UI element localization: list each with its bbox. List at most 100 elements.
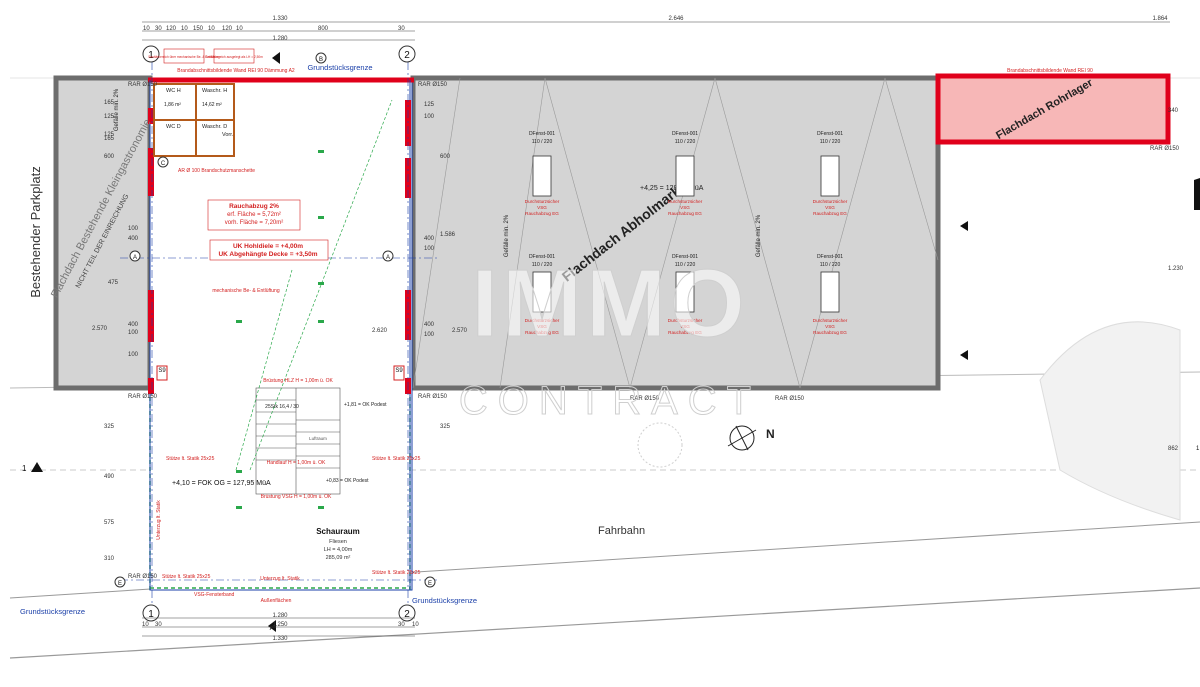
- skylight-4: DFenst-001 110 / 220 Durchsturzsicher VS…: [525, 254, 560, 335]
- schauraum-outline: [149, 79, 413, 591]
- svg-text:600: 600: [104, 154, 115, 160]
- svg-text:110 / 220: 110 / 220: [675, 139, 696, 145]
- top-box-2: [213, 48, 255, 64]
- svg-text:Rauchabzug EG: Rauchabzug EG: [813, 330, 847, 335]
- svg-text:Rauchabzug EG: Rauchabzug EG: [668, 330, 702, 335]
- luftraum-label: Luftraum: [309, 436, 327, 441]
- dim-1280-top: 1.280: [272, 36, 288, 42]
- svg-text:110 / 220: 110 / 220: [532, 139, 553, 145]
- rar-g: RAR Ø150: [1150, 146, 1180, 152]
- gefaelle-1: Gefälle min. 2%: [504, 214, 510, 257]
- svg-text:165: 165: [104, 136, 115, 142]
- stuetze-2: Stütze lt. Statik 25x25: [372, 456, 421, 462]
- top-box-2-text: Sanitärbereich ausgelegt als LH = 2,50m: [205, 55, 263, 59]
- dim-bottom-r30: 30: [398, 622, 405, 628]
- axis-2-top: 2: [404, 50, 410, 61]
- section-1-right: 1: [1196, 446, 1200, 452]
- svg-text:862: 862: [1168, 446, 1179, 452]
- svg-text:400: 400: [128, 322, 139, 328]
- bruestung-top: Brüstung HLZ H = 1,00m ü. OK: [263, 378, 333, 384]
- dim-30: 30: [155, 26, 162, 32]
- svg-text:DFenst-001: DFenst-001: [672, 131, 698, 137]
- svg-text:VSG: VSG: [680, 324, 690, 329]
- svg-text:100: 100: [424, 246, 435, 252]
- arrow-marker-top: [272, 52, 280, 64]
- svg-text:DFenst-001: DFenst-001: [817, 254, 843, 260]
- flachdach-gastro-roof: [53, 75, 153, 391]
- svg-text:110 / 220: 110 / 220: [820, 139, 841, 145]
- svg-text:325: 325: [104, 424, 115, 430]
- unterzug-left: Unterzug lt. Statik: [156, 500, 162, 540]
- svg-text:2.570: 2.570: [92, 326, 108, 332]
- s9-lower-box: [393, 365, 405, 381]
- top-box-1: [163, 48, 205, 64]
- svg-text:DFenst-001: DFenst-001: [672, 254, 698, 260]
- svg-text:VSG: VSG: [825, 324, 835, 329]
- svg-text:575: 575: [104, 520, 115, 526]
- wasch-h-label: Waschr. H: [202, 88, 227, 94]
- grundstuecksgrenze-top: Grundstücksgrenze: [307, 63, 372, 72]
- dim-10: 10: [181, 26, 188, 32]
- svg-text:1.230: 1.230: [1168, 266, 1184, 272]
- skylight-3: DFenst-001 110 / 220 Durchsturzsicher VS…: [813, 131, 848, 216]
- sanitary-block: [153, 83, 235, 157]
- green-markers: [236, 150, 324, 509]
- svg-text:340: 340: [1168, 108, 1179, 114]
- bruestung-bot: Brüstung VSG H = 1,00m ü. OK: [261, 494, 332, 500]
- axis-E-left: E: [118, 581, 122, 587]
- arrow-marker-bottom: [268, 620, 276, 632]
- axis-A-left: A: [133, 255, 137, 261]
- svg-text:2.620: 2.620: [372, 328, 388, 334]
- axis-B: B: [319, 57, 323, 63]
- stuetze-3: Stütze lt. Statik 25x25: [162, 574, 211, 580]
- svg-text:110 / 220: 110 / 220: [532, 262, 553, 268]
- dim-10d: 10: [143, 26, 150, 32]
- room-area-2: 1,86 m²: [164, 102, 181, 108]
- axis-1-top: 1: [148, 50, 154, 61]
- roof-ridges: [412, 77, 939, 389]
- rar-c: RAR Ø150: [128, 394, 158, 400]
- watermark-immo: IMMO: [471, 250, 748, 357]
- svg-text:VSG: VSG: [537, 205, 547, 210]
- top-dimension-lines: [142, 21, 1170, 41]
- rar-b: RAR Ø150: [418, 82, 448, 88]
- skylight-frames: [532, 155, 840, 313]
- svg-text:DFenst-001: DFenst-001: [529, 131, 555, 137]
- bestehender-parkplatz: Bestehender Parkplatz: [28, 166, 43, 298]
- svg-text:100: 100: [128, 352, 139, 358]
- skylight-1: DFenst-001 110 / 220 Durchsturzsicher VS…: [525, 131, 560, 216]
- rar-h: RAR Ø150: [128, 574, 158, 580]
- schauraum-title: Schauraum: [316, 527, 360, 536]
- green-guides: [235, 99, 393, 471]
- bottom-dimension-lines: [142, 617, 415, 637]
- dim-120a: 120: [166, 26, 177, 32]
- svg-text:400: 400: [424, 236, 435, 242]
- stuetze-4: Stütze lt. Statik 25x25: [372, 570, 421, 576]
- edge-markers: [960, 178, 1200, 360]
- svg-text:DFenst-001: DFenst-001: [817, 131, 843, 137]
- svg-text:Durchsturzsicher: Durchsturzsicher: [668, 318, 703, 323]
- svg-text:2.570: 2.570: [452, 328, 468, 334]
- dim-30b: 30: [398, 26, 405, 32]
- dim-2646: 2.646: [668, 16, 684, 22]
- s9-upper-box: [156, 365, 168, 381]
- svg-text:DFenst-001: DFenst-001: [529, 254, 555, 260]
- rauchabzug-title: Rauchabzug 2%: [229, 203, 279, 210]
- svg-text:100: 100: [128, 330, 139, 336]
- axis-E-right: E: [428, 581, 432, 587]
- dim-bottom-l30: 30: [155, 622, 162, 628]
- svg-text:Durchsturzsicher: Durchsturzsicher: [525, 199, 560, 204]
- brandschutz-label: AR Ø 100 Brandschutzmanschette: [178, 168, 255, 174]
- skylight-5: DFenst-001 110 / 220 Durchsturzsicher VS…: [668, 254, 703, 335]
- svg-text:Rauchabzug EG: Rauchabzug EG: [525, 330, 559, 335]
- svg-text:400: 400: [424, 322, 435, 328]
- svg-text:110 / 220: 110 / 220: [820, 262, 841, 268]
- svg-text:Durchsturzsicher: Durchsturzsicher: [813, 199, 848, 204]
- dim-150: 150: [193, 26, 204, 32]
- rar-d: RAR Ø150: [418, 394, 448, 400]
- dim-10c: 10: [236, 26, 243, 32]
- aussenflaeche-label: Außenflächen: [261, 598, 292, 604]
- flachdach-abholmarkt-roof: [410, 75, 941, 391]
- oka-level: +4,25 = 128,10 MüA: [640, 185, 704, 192]
